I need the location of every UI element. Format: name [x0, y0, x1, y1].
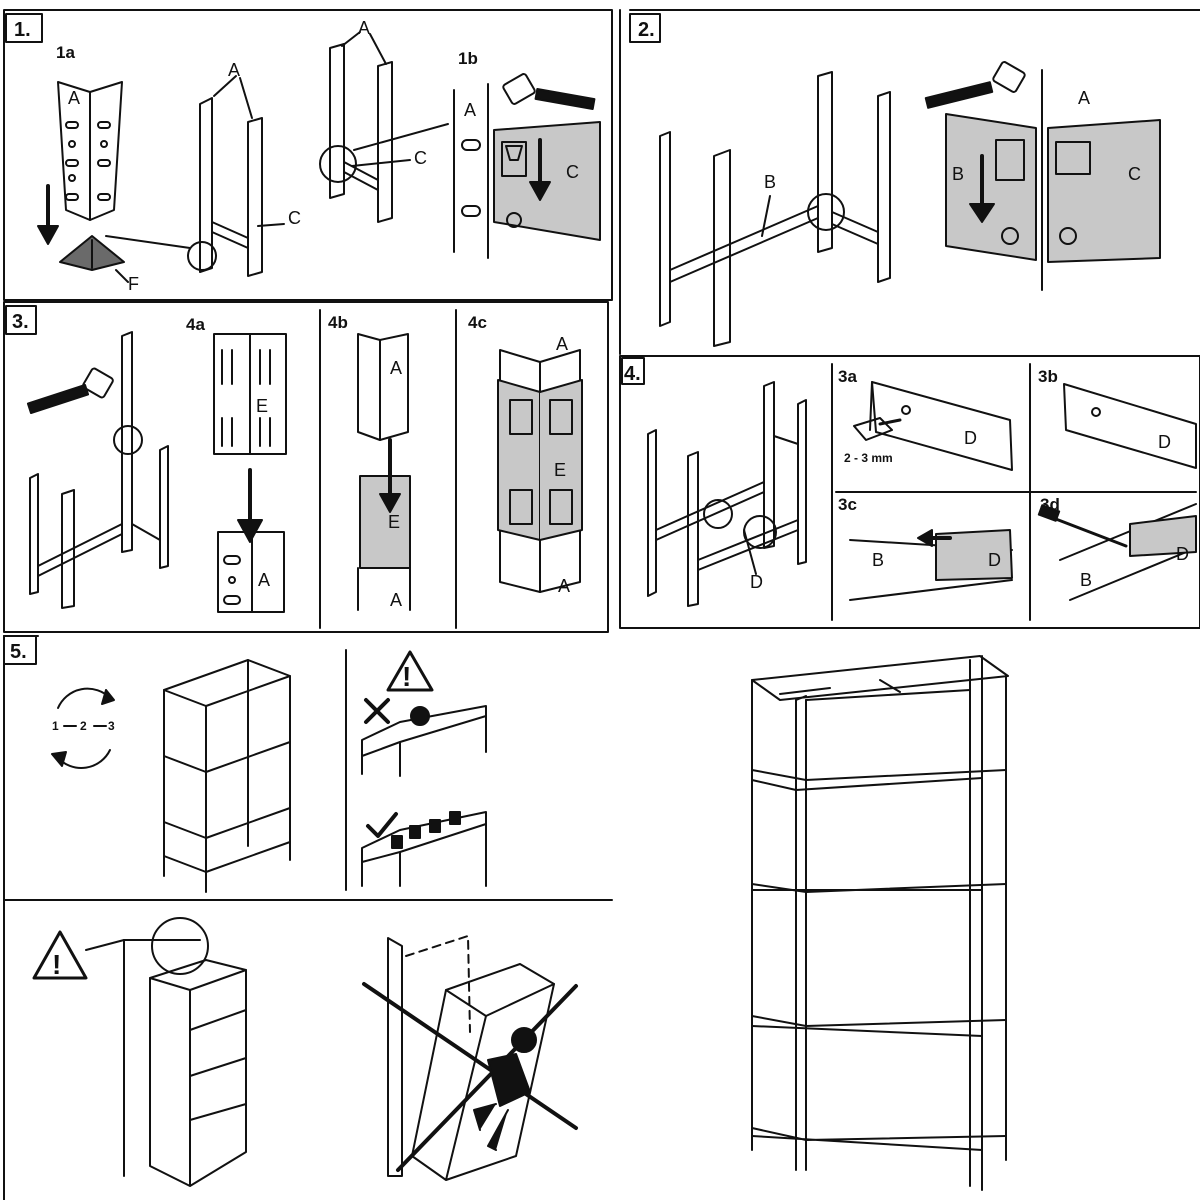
- detail-1b: [453, 83, 601, 259]
- part-label: B: [872, 550, 884, 570]
- part-label: A: [68, 88, 80, 108]
- step-number: 1.: [14, 19, 31, 41]
- warning-icon: [386, 650, 434, 692]
- part-label: A: [390, 590, 402, 610]
- panel-step-3: [3, 301, 609, 633]
- shelf-wrong-load: [361, 705, 487, 777]
- part-label: A: [1078, 88, 1090, 108]
- hammer-icon: [924, 61, 1026, 109]
- part-label: C: [1128, 164, 1141, 184]
- step-number: 2.: [638, 19, 655, 41]
- no-climbing-warning: [362, 935, 578, 1181]
- hammer-icon: [26, 367, 114, 415]
- part-label: F: [128, 274, 139, 294]
- arrow-down-icon: [37, 184, 59, 245]
- sub-step-label: 1b: [458, 49, 478, 68]
- wall-anchor-warning: [32, 917, 247, 1187]
- part-label: B: [1080, 570, 1092, 590]
- warning-mark: !: [402, 661, 411, 692]
- part-label: D: [750, 572, 763, 592]
- upright-profile-1a: [57, 81, 123, 221]
- sub-step-label: 4b: [328, 313, 348, 332]
- part-label: A: [258, 570, 270, 590]
- assembled-shelving-small: [163, 659, 291, 893]
- sequence-number: 2: [80, 719, 87, 733]
- detail-3c: [849, 529, 1013, 601]
- part-label: E: [554, 460, 566, 480]
- detail-3b: [1063, 383, 1197, 469]
- part-label: C: [414, 148, 427, 168]
- assembled-shelving-large: [751, 655, 1009, 1191]
- sub-step-label: 3a: [838, 367, 857, 386]
- sub-step-label: 1a: [56, 43, 75, 62]
- panel-step-4: [619, 355, 1200, 629]
- frame-with-connector: [29, 331, 169, 609]
- step-number: 4.: [624, 363, 641, 385]
- sub-step-label: 3d: [1040, 495, 1060, 514]
- frame-with-beams-d: [647, 381, 807, 607]
- detail-3d: [1037, 503, 1197, 601]
- frame-with-beam-c: [319, 31, 449, 223]
- part-label: D: [964, 428, 977, 448]
- sub-step-label: 3c: [838, 495, 857, 514]
- detail-4b: [357, 333, 411, 611]
- part-label: D: [1158, 432, 1171, 452]
- panel-step-2: [619, 9, 1200, 355]
- detail-4c: [497, 349, 583, 593]
- sub-step-label: 4a: [186, 315, 205, 334]
- detail-4a: [213, 333, 287, 613]
- part-label: B: [764, 172, 776, 192]
- warning-mark: !: [52, 949, 61, 980]
- frame-with-beam-b: [659, 71, 891, 347]
- part-label: C: [288, 208, 301, 228]
- panel-step-5: [3, 635, 613, 1200]
- part-label: C: [566, 162, 579, 182]
- cross-icon: [364, 698, 390, 724]
- part-label: E: [256, 396, 268, 416]
- detail-3a: [853, 381, 1013, 471]
- part-label: E: [388, 512, 400, 532]
- part-label: A: [228, 60, 240, 80]
- detail-2: [945, 69, 1161, 291]
- part-label: A: [558, 576, 570, 596]
- step-number: 3.: [12, 311, 29, 333]
- sub-step-label: 4c: [468, 313, 487, 332]
- check-icon: [366, 812, 398, 838]
- part-label: A: [464, 100, 476, 120]
- panel-step-1: [3, 9, 613, 301]
- part-label: A: [358, 18, 370, 38]
- step-number: 5.: [10, 641, 27, 663]
- part-label: A: [390, 358, 402, 378]
- part-label: D: [1176, 544, 1189, 564]
- part-label: A: [556, 334, 568, 354]
- corner-foot-f: [59, 235, 125, 271]
- sub-step-label: 3b: [1038, 367, 1058, 386]
- part-label: B: [952, 164, 964, 184]
- climbing-person-icon: [473, 1027, 537, 1151]
- hammer-icon: [502, 73, 596, 110]
- shelf-right-load: [361, 811, 487, 887]
- rotate-sequence-icon: [51, 687, 115, 769]
- frame-two-uprights: [199, 75, 285, 277]
- part-label: D: [988, 550, 1001, 570]
- sequence-number: 3: [108, 719, 115, 733]
- gap-measurement-label: 2 - 3 mm: [844, 451, 893, 465]
- sequence-number: 1: [52, 719, 59, 733]
